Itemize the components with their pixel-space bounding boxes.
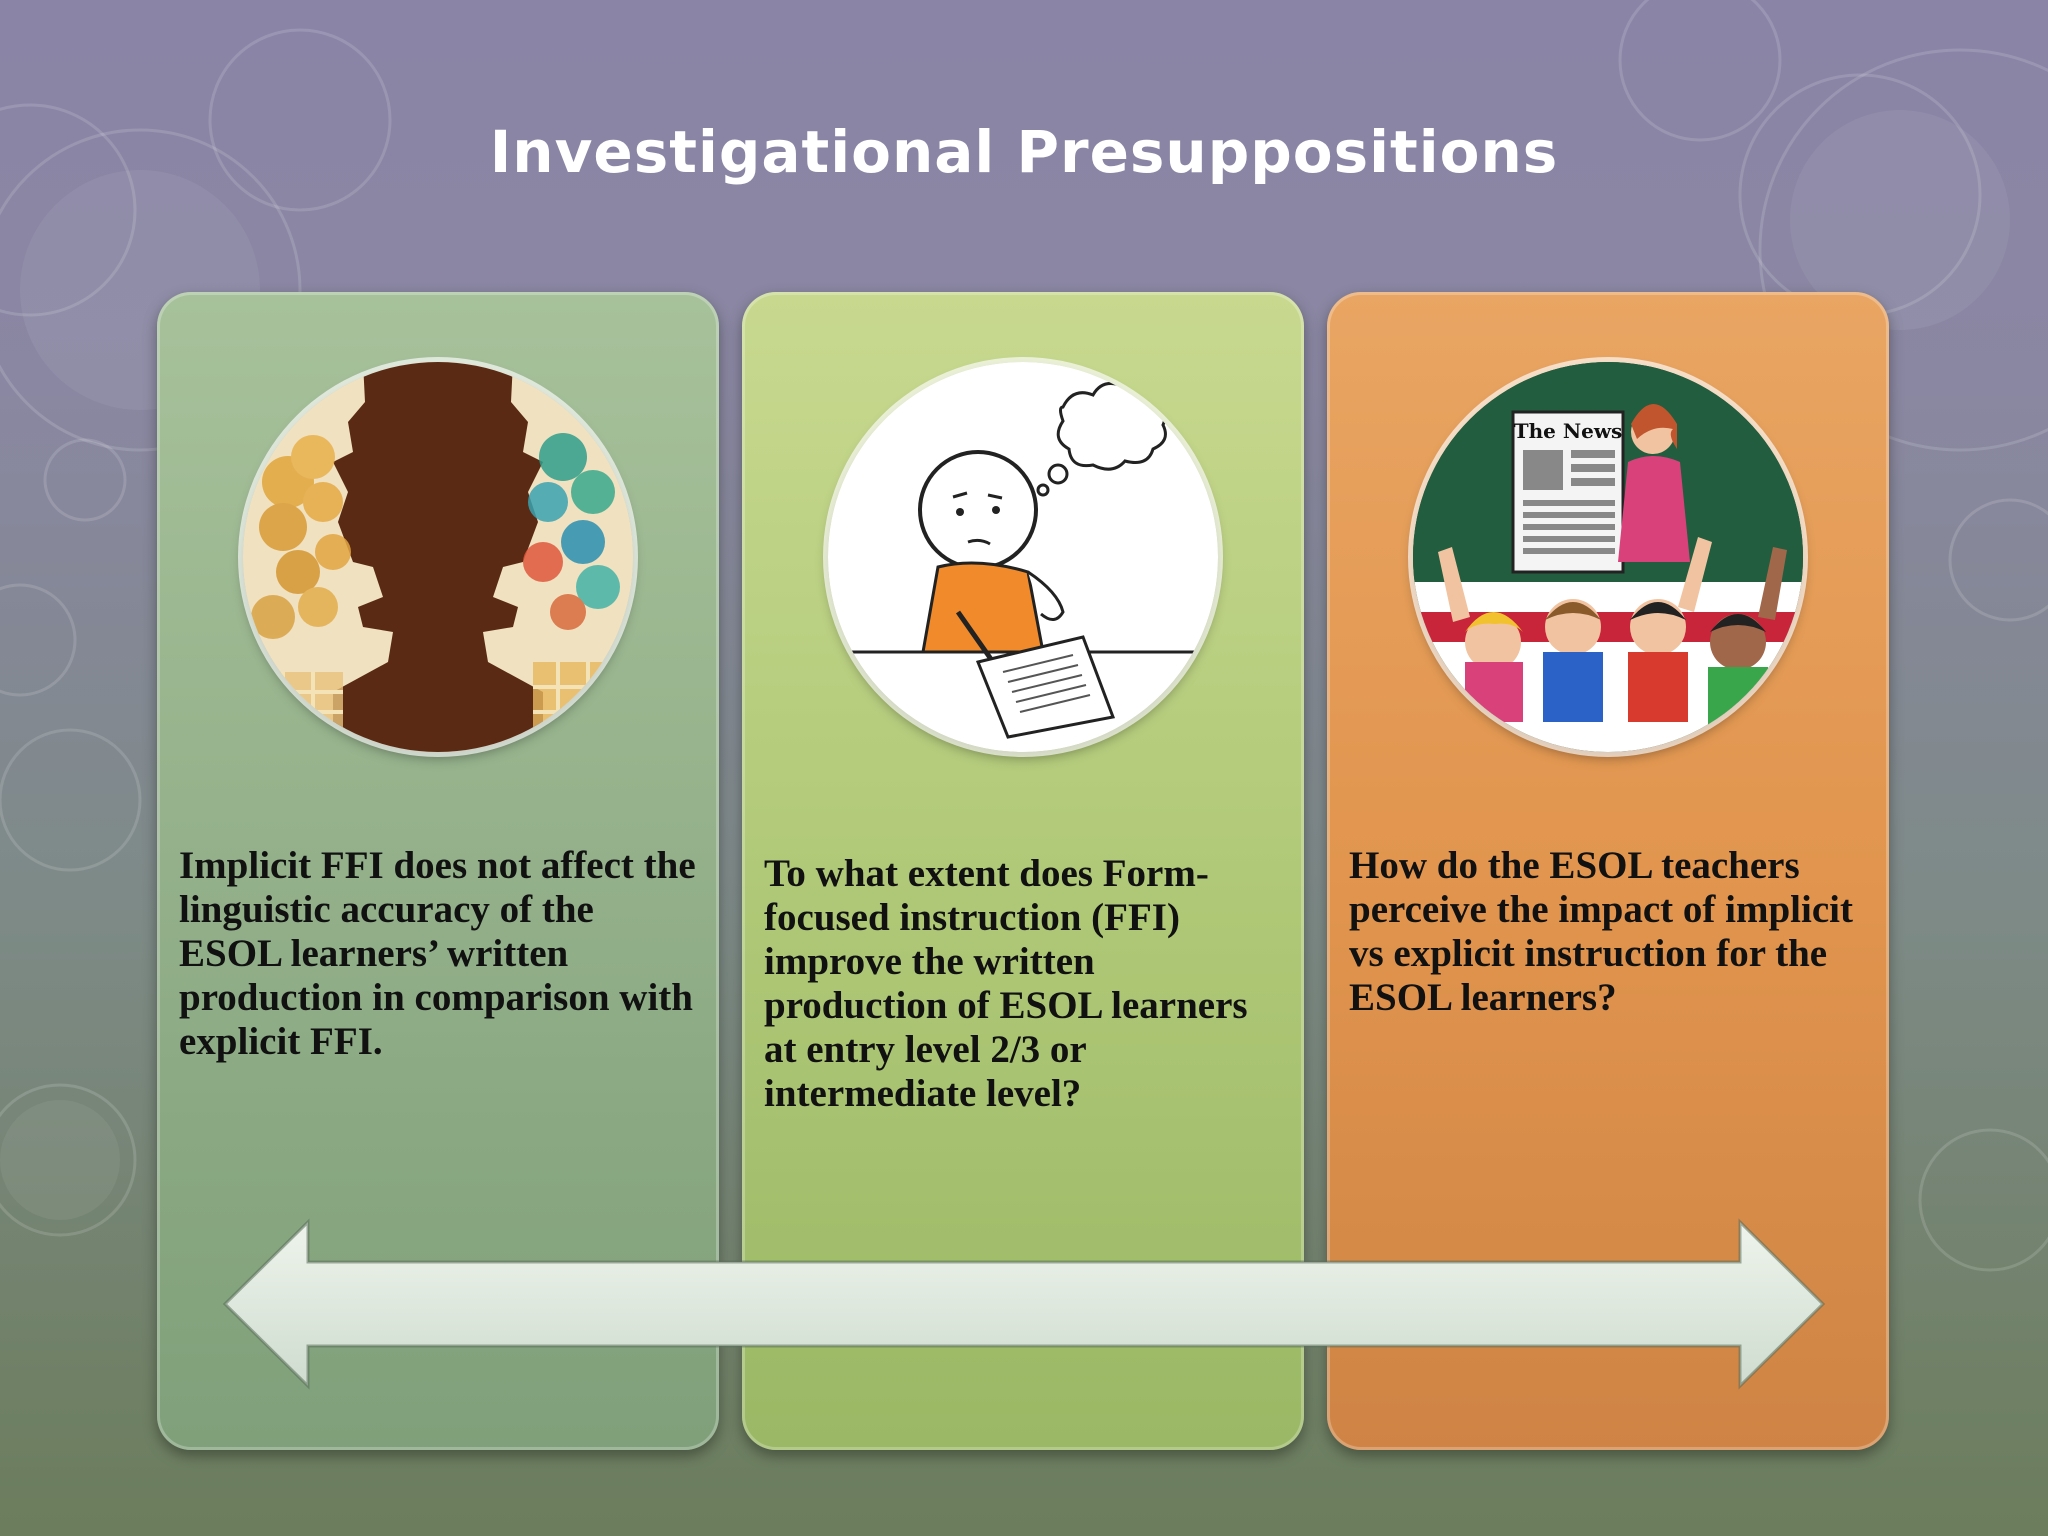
- teacher-classroom-image: The News: [1413, 362, 1803, 752]
- two-head-silhouettes-image: [243, 362, 633, 752]
- panel-1-text: Implicit FFI does not affect the linguis…: [179, 844, 696, 1063]
- presupposition-panel-3: The News: [1327, 292, 1889, 1450]
- presupposition-panel-1: Implicit FFI does not affect the linguis…: [157, 292, 719, 1450]
- student-thinking-writing-icon: [828, 362, 1218, 752]
- slide-title: Investigational Presuppositions: [489, 118, 1559, 186]
- teacher-classroom-icon: The News: [1413, 362, 1803, 752]
- panel-2-text: To what extent does Form-focused instruc…: [764, 852, 1248, 1115]
- presupposition-panel-2: To what extent does Form-focused instruc…: [742, 292, 1304, 1450]
- panel-3-text: How do the ESOL teachers perceive the im…: [1349, 844, 1853, 1019]
- student-thinking-writing-image: [828, 362, 1218, 752]
- news-sign-text: The News: [1514, 419, 1623, 443]
- double-headed-arrow-icon: [222, 1218, 1826, 1390]
- two-head-silhouettes-icon: [243, 362, 633, 752]
